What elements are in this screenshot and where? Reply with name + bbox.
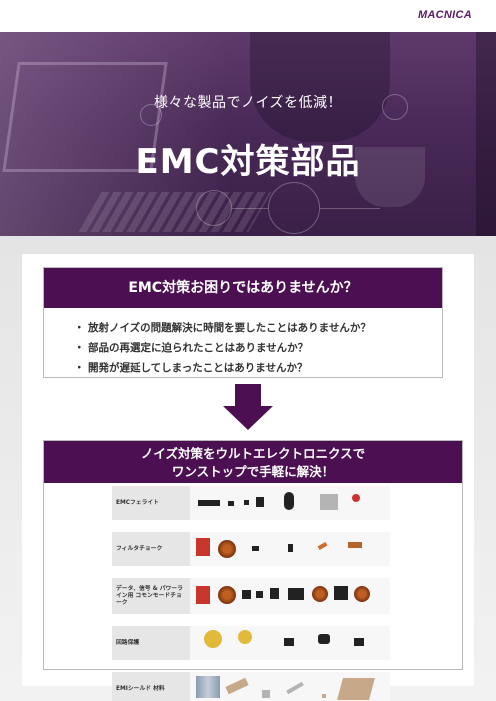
product-row-circuit-protection: 回路保護 [112,626,390,660]
rod-choke-icon [348,542,362,548]
product-row-emc-ferrite: EMCフェライト [112,486,390,520]
down-arrow-icon [235,384,261,406]
cmc-smd-icon [256,591,263,598]
question-heading: EMC対策お困りではありませんか？ [44,268,442,308]
tvs-diode-icon [284,638,294,646]
product-images [190,532,390,566]
ferrite-core-icon [256,497,264,507]
category-label: フィルタチョーク [112,532,190,566]
hero-photo-light [0,32,230,236]
product-images [190,626,390,660]
solution-heading-line2: ワンストップで手軽に解決！ [171,464,335,479]
top-bar: MACNICA [0,0,496,32]
network-node-icon [140,104,162,126]
hero-subtitle: 様々な製品でノイズを低減！ [153,95,343,111]
cup-illustration [355,147,425,207]
ferrite-bead-icon [228,501,234,506]
category-label: 回路保護 [112,626,190,660]
cmc-smd-icon [270,588,279,599]
hero-edge-shadow [476,32,496,236]
cmc-smd-icon [242,590,251,599]
cmc-coil-icon [334,586,348,600]
hero-banner: 様々な製品でノイズを低減！ EMC対策部品 [0,32,496,236]
network-line [232,208,268,209]
product-images [190,672,390,701]
shield-strip-icon [286,681,304,695]
macnica-logo: MACNICA [417,9,472,21]
protection-smd-icon [354,638,364,646]
choke-package-icon [196,586,210,604]
shield-part-icon [322,694,326,698]
category-label: EMCフェライト [112,486,190,520]
category-label: EMIシールド 材料 [112,672,190,701]
product-images [190,486,390,520]
product-row-common-mode-choke: データ、信号 & パワーライン用 コモンモードチョーク [112,578,390,614]
toroid-choke-icon [218,586,236,604]
hero-title: EMC対策部品 [135,142,361,182]
list-item: ・部品の再選定に迫られたことはありませんか？ [74,342,309,354]
ring-ferrite-icon [352,494,360,502]
ferrite-bead-icon [244,500,249,505]
toroid-choke-icon [354,586,370,602]
toroid-choke-icon [218,540,236,558]
ferrite-chip-icon [198,500,220,506]
person-silhouette [250,32,390,142]
protection-ic-icon [318,634,330,644]
axial-inductor-icon [317,542,328,550]
product-row-filter-choke: フィルタチョーク [112,532,390,566]
list-item: ・放射ノイズの問題解決に時間を要したことはありませんか？ [74,322,371,334]
solution-heading-line1: ノイズ対策をウルトエレクトロニクスで [140,446,366,461]
category-label: データ、信号 & パワーライン用 コモンモードチョーク [112,578,190,614]
absorber-sheet-icon [337,678,375,700]
clip-ferrite-icon [320,494,338,510]
network-node-icon [382,94,408,120]
network-node-icon [268,182,320,234]
product-category-table: EMCフェライト フィルタチョーク データ、信号 & パワーライン用 コモンモー… [112,486,390,701]
question-box: EMC対策お困りではありませんか？ ・放射ノイズの問題解決に時間を要したことはあ… [43,267,443,378]
shield-gasket-icon [196,676,220,698]
question-list: ・放射ノイズの問題解決に時間を要したことはありませんか？ ・部品の再選定に迫られ… [74,318,371,378]
down-arrow-icon [223,406,273,430]
network-node-icon [196,190,232,226]
shield-clip-icon [262,690,270,698]
smd-inductor-icon [252,546,259,551]
ferrite-sleeve-icon [284,492,294,510]
product-images [190,578,390,614]
smd-inductor-icon [288,544,293,552]
solution-heading: ノイズ対策をウルトエレクトロニクスで ワンストップで手軽に解決！ [44,441,462,483]
cmc-wound-icon [288,588,304,600]
network-line [320,208,380,209]
varistor-icon [204,630,222,648]
choke-package-icon [196,538,210,556]
toroid-choke-icon [312,586,328,602]
list-item: ・開発が遅延してしまったことはありませんか？ [74,362,308,374]
varistor-icon [238,630,252,644]
product-row-emi-shield: EMIシールド 材料 [112,672,390,701]
keyboard-illustration [78,192,272,232]
shield-foil-icon [225,677,249,695]
